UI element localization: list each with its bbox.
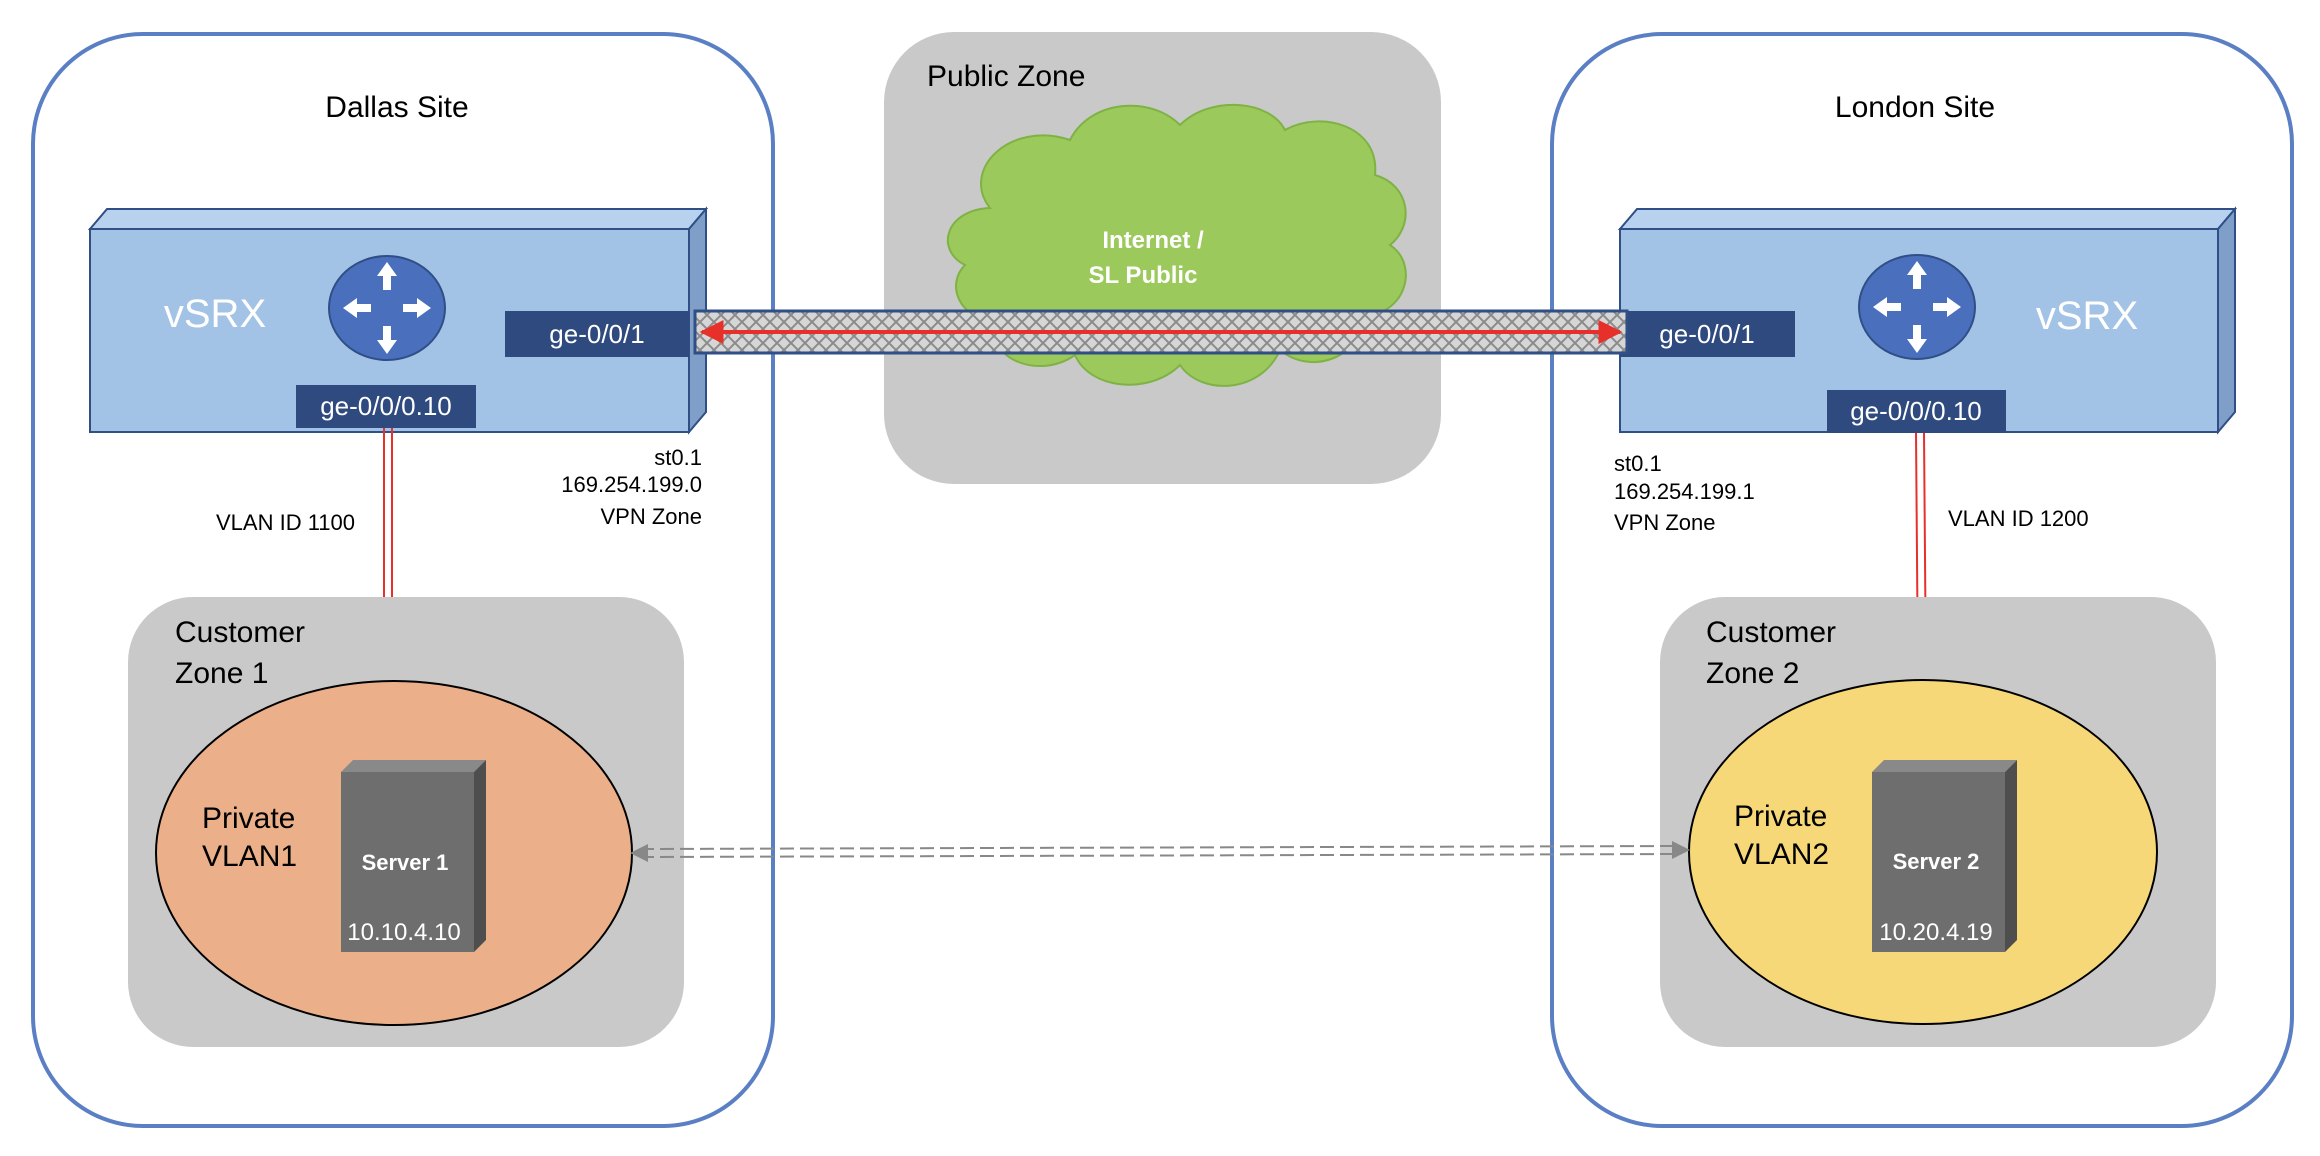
dallas-tunnel-line1: st0.1 xyxy=(654,445,702,470)
london-tunnel-line1: st0.1 xyxy=(1614,451,1662,476)
dallas-iface-outer-box xyxy=(505,311,689,357)
private-vlan2-line2: VLAN2 xyxy=(1734,838,1829,871)
london-iface-inner-label: ge-0/0/0.10 xyxy=(1850,396,1982,426)
dallas-iface-inner-label: ge-0/0/0.10 xyxy=(320,391,452,421)
cloud-label-line1: Internet / xyxy=(1102,227,1204,254)
dallas-vlan-id: VLAN ID 1100 xyxy=(216,510,355,535)
server-2-ip: 10.20.4.19 xyxy=(1879,919,1992,946)
private-vlan-link xyxy=(630,841,1690,862)
customer-zone-2-line2: Zone 2 xyxy=(1706,657,1799,690)
london-iface-outer-label: ge-0/0/1 xyxy=(1659,319,1754,349)
dallas-router-icon xyxy=(328,255,446,361)
dallas-iface-inner-box xyxy=(296,385,476,428)
private-vlan1-line1: Private xyxy=(202,802,295,835)
london-vsrx-label: vSRX xyxy=(2036,294,2138,338)
london-vlan-id: VLAN ID 1200 xyxy=(1948,506,2089,531)
dallas-tunnel-line2: 169.254.199.0 xyxy=(561,472,702,497)
london-iface-inner-box xyxy=(1827,390,2006,433)
private-vlan1-line2: VLAN1 xyxy=(202,840,297,873)
cloud-label-line2: SL Public xyxy=(1089,262,1198,289)
dallas-vsrx-label: vSRX xyxy=(164,292,266,336)
london-site-title: London Site xyxy=(1835,91,1995,124)
london-tunnel-line2: 169.254.199.1 xyxy=(1614,479,1755,504)
dallas-site-title: Dallas Site xyxy=(325,91,468,124)
server-2-label: Server 2 xyxy=(1893,849,1980,874)
server-1-icon xyxy=(341,760,486,952)
private-vlan2-line1: Private xyxy=(1734,800,1827,833)
customer-zone-1-line2: Zone 1 xyxy=(175,657,268,690)
server-1-ip: 10.10.4.10 xyxy=(347,919,460,946)
dallas-tunnel-line3: VPN Zone xyxy=(601,504,703,529)
server-2-icon xyxy=(1872,760,2017,952)
customer-zone-1-line1: Customer xyxy=(175,616,305,649)
london-iface-outer-box xyxy=(1620,311,1795,357)
public-zone-title: Public Zone xyxy=(927,60,1085,93)
london-tunnel-line3: VPN Zone xyxy=(1614,510,1716,535)
london-router-icon xyxy=(1858,254,1976,360)
dallas-iface-outer-label: ge-0/0/1 xyxy=(549,319,644,349)
customer-zone-2-line1: Customer xyxy=(1706,616,1836,649)
server-1-label: Server 1 xyxy=(362,850,449,875)
